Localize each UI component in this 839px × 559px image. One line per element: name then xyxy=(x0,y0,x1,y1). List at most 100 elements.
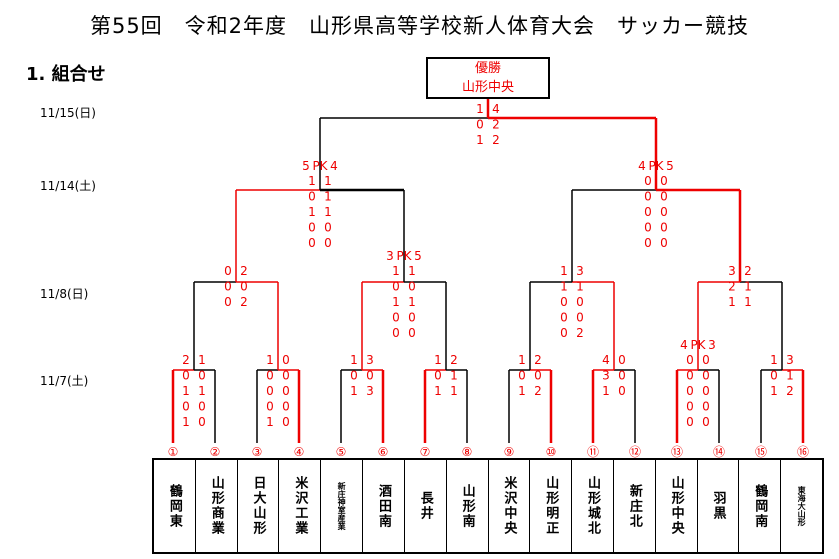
seed-number: ④ xyxy=(294,445,305,459)
score-digit: 0 xyxy=(702,353,710,367)
seed-number: ⑤ xyxy=(336,445,347,459)
pk-score: 5 xyxy=(302,159,310,173)
team-name: 山形明正 xyxy=(543,476,559,536)
score-digit: 0 xyxy=(392,280,400,294)
score-digit: 0 xyxy=(408,326,416,340)
score-digit: 1 xyxy=(770,384,778,398)
score-digit: 1 xyxy=(198,353,206,367)
score-digit: 0 xyxy=(618,384,626,398)
score-digit: 0 xyxy=(182,369,190,383)
pk-score: 4 xyxy=(330,159,338,173)
score-digit: 0 xyxy=(266,384,274,398)
score-digit: 0 xyxy=(702,415,710,429)
score-digit: 0 xyxy=(644,190,652,204)
section-heading: 1. 組合せ xyxy=(26,64,106,85)
score-digit: 0 xyxy=(224,280,232,294)
score-digit: 0 xyxy=(224,295,232,309)
seed-number: ⑫ xyxy=(629,445,641,459)
score-digit: 1 xyxy=(744,295,752,309)
team-name: 酒田南 xyxy=(375,483,391,529)
score-digit: 0 xyxy=(660,205,668,219)
score-digit: 0 xyxy=(560,295,568,309)
pk-score: 4 xyxy=(638,159,646,173)
team-cell: 羽黒 xyxy=(696,460,739,552)
score-digit: 1 xyxy=(518,353,526,367)
date-first-round: 11/7(土) xyxy=(40,374,89,388)
score-digit: 3 xyxy=(576,264,584,278)
score-digit: 1 xyxy=(728,295,736,309)
score-digit: 0 xyxy=(198,369,206,383)
champion-box: 優勝 山形中央 xyxy=(426,57,550,99)
seed-number: ⑭ xyxy=(713,445,725,459)
score-digit: 3 xyxy=(728,264,736,278)
team-cell: 鶴岡南 xyxy=(738,460,780,552)
pk-score: 5 xyxy=(414,249,422,263)
score-digit: 0 xyxy=(282,353,290,367)
score-digit: 1 xyxy=(786,369,794,383)
score-digit: 0 xyxy=(660,174,668,188)
score-digit: 0 xyxy=(282,415,290,429)
score-digit: 1 xyxy=(324,205,332,219)
score-digit: 0 xyxy=(702,400,710,414)
pk-label: PK xyxy=(396,249,412,263)
pk-score: 4 xyxy=(680,338,688,352)
score-digit: 1 xyxy=(392,295,400,309)
team-name: 日大山形 xyxy=(250,476,266,536)
score-digit: 0 xyxy=(198,415,206,429)
score-digit: 0 xyxy=(324,221,332,235)
score-digit: 2 xyxy=(240,295,248,309)
score-digit: 0 xyxy=(686,384,694,398)
score-digit: 0 xyxy=(182,400,190,414)
seed-number: ⑬ xyxy=(671,445,683,459)
team-cell: 米沢中央 xyxy=(487,460,530,552)
team-cell: 新庄神室産業 xyxy=(320,460,362,552)
score-digit: 0 xyxy=(240,280,248,294)
team-name: 新庄神室産業 xyxy=(337,482,347,530)
score-digit: 0 xyxy=(644,174,652,188)
score-digit: 0 xyxy=(686,400,694,414)
score-digit: 0 xyxy=(618,369,626,383)
score-digit: 1 xyxy=(770,353,778,367)
team-name: 山形中央 xyxy=(668,476,684,536)
champion-label: 優勝 xyxy=(474,61,501,76)
score-digit: 0 xyxy=(660,190,668,204)
score-digit: 1 xyxy=(476,133,484,147)
team-name: 山形商業 xyxy=(208,476,224,536)
team-cell: 山形明正 xyxy=(529,460,571,552)
score-digit: 0 xyxy=(198,400,206,414)
seed-number: ⑩ xyxy=(546,445,557,459)
team-cell: 酒田南 xyxy=(362,460,404,552)
score-digit: 4 xyxy=(602,353,610,367)
score-digit: 1 xyxy=(182,384,190,398)
score-digit: 0 xyxy=(560,311,568,325)
score-digit: 2 xyxy=(240,264,248,278)
seed-number: ⑦ xyxy=(420,445,431,459)
score-digit: 2 xyxy=(492,118,500,132)
score-digit: 0 xyxy=(576,311,584,325)
team-cell: 長井 xyxy=(403,460,446,552)
page-title: 第55回 令和2年度 山形県高等学校新人体育大会 サッカー競技 xyxy=(89,14,750,38)
score-digit: 2 xyxy=(534,353,542,367)
team-name: 山形城北 xyxy=(585,476,601,536)
team-name: 鶴岡東 xyxy=(166,483,182,529)
score-digit: 1 xyxy=(560,280,568,294)
score-digit: 0 xyxy=(308,190,316,204)
score-digit: 1 xyxy=(350,353,358,367)
date-final: 11/15(日) xyxy=(40,106,96,120)
seed-number: ⑯ xyxy=(797,445,809,459)
score-digit: 1 xyxy=(476,102,484,116)
score-digit: 3 xyxy=(366,384,374,398)
score-digit: 0 xyxy=(324,236,332,250)
score-digit: 0 xyxy=(282,369,290,383)
score-digit: 1 xyxy=(450,384,458,398)
score-digit: 2 xyxy=(744,264,752,278)
seed-number: ⑨ xyxy=(504,445,515,459)
score-digit: 0 xyxy=(518,369,526,383)
score-digit: 0 xyxy=(660,221,668,235)
score-digit: 0 xyxy=(644,205,652,219)
score-digit: 0 xyxy=(392,326,400,340)
score-digit: 0 xyxy=(644,221,652,235)
seed-number: ⑧ xyxy=(462,445,473,459)
score-digit: 2 xyxy=(576,326,584,340)
